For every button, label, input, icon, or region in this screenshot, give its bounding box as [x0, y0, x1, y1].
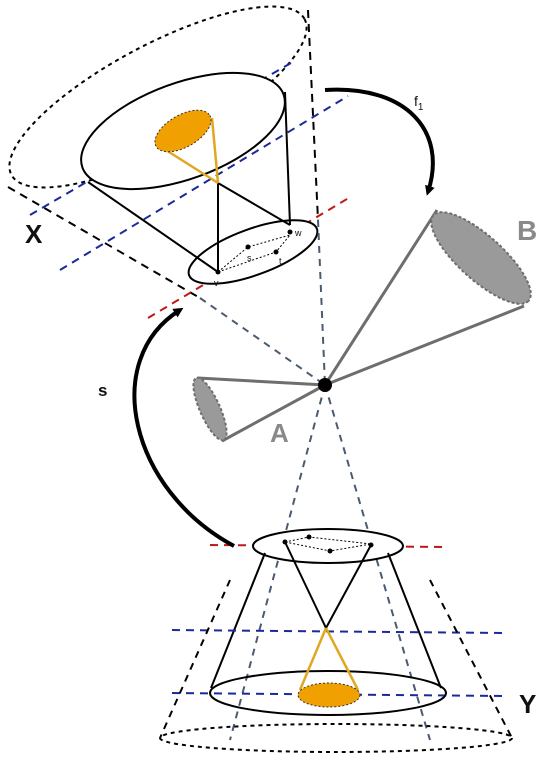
cone-a-base	[192, 376, 228, 442]
ray-from-x-right	[317, 219, 326, 386]
cone-b-base	[430, 211, 532, 305]
cone-x-dashed-edge-left	[7, 186, 201, 299]
label-f1-subscript: 1	[418, 102, 424, 113]
cone-x-bottom-ellipse	[187, 219, 319, 285]
cone-x-point-v	[215, 269, 221, 275]
cone-y-outer-dashed-ellipse	[159, 723, 513, 753]
cone-x-point-w	[287, 229, 293, 235]
cone-x-label-w: w	[294, 228, 302, 238]
cone-b-side-bottom	[324, 304, 525, 387]
ray-to-y-right	[324, 384, 431, 741]
label-x: X	[25, 219, 43, 249]
cone-x-side-left	[87, 181, 219, 273]
ray-to-y-left	[229, 384, 326, 741]
cone-y-side-left	[210, 552, 266, 689]
label-b: B	[517, 215, 537, 246]
cone-y-bottom-ellipse	[209, 670, 447, 716]
center-rays-group	[199, 219, 431, 741]
label-y: Y	[519, 689, 536, 719]
cone-y-point-2	[306, 534, 312, 540]
cone-y-dashed-edge-left	[159, 579, 231, 739]
ray-from-x-left	[199, 297, 326, 386]
cone-y-blue-plane-1	[171, 629, 506, 634]
cone-x-side-right	[284, 91, 291, 226]
arrow-f1	[324, 87, 435, 196]
cone-x-label-t: t	[279, 256, 282, 266]
cone-x-group: v s t w	[7, 5, 353, 319]
cone-a-side-top	[197, 376, 326, 387]
cone-b-side-top	[323, 209, 439, 386]
cone-y-orange-line-2	[324, 627, 360, 691]
cone-a-group	[192, 376, 326, 443]
cone-x-cross-2	[217, 182, 291, 226]
cone-y-top-ellipse	[252, 528, 404, 564]
cone-x-inner-quad	[217, 234, 292, 273]
cone-x-outer-dashed-ellipse	[8, 5, 308, 189]
cone-y-cross-2	[325, 544, 372, 629]
cone-x-point-t	[273, 249, 279, 255]
center-point	[318, 378, 332, 392]
cone-y-point-3	[327, 548, 333, 554]
cone-y-orange-line-1	[298, 627, 328, 691]
cone-x-blue-plane-2	[59, 95, 349, 271]
label-a: A	[270, 418, 289, 448]
cone-y-group	[159, 528, 513, 753]
cone-y-dashed-edge-right	[429, 579, 513, 739]
cone-b-group	[323, 209, 532, 387]
label-f1-base: f	[414, 93, 418, 109]
label-s: s	[98, 381, 107, 400]
cone-x-label-s: s	[247, 253, 252, 263]
cone-a-side-bottom	[221, 383, 326, 443]
cone-x-point-s	[245, 244, 251, 250]
arrow-s	[132, 307, 235, 548]
cone-x-label-v: v	[214, 278, 219, 288]
cone-y-side-right	[387, 552, 442, 689]
cone-y-cross-1	[284, 541, 327, 629]
cone-x-orange-ellipse	[154, 109, 212, 153]
cone-y-orange-ellipse	[297, 682, 361, 708]
cone-y-inner-quad	[284, 536, 372, 552]
cone-x-orange-line-2	[210, 117, 220, 184]
cone-x-dashed-edge-right	[307, 9, 319, 221]
label-f1: f1	[414, 93, 424, 113]
